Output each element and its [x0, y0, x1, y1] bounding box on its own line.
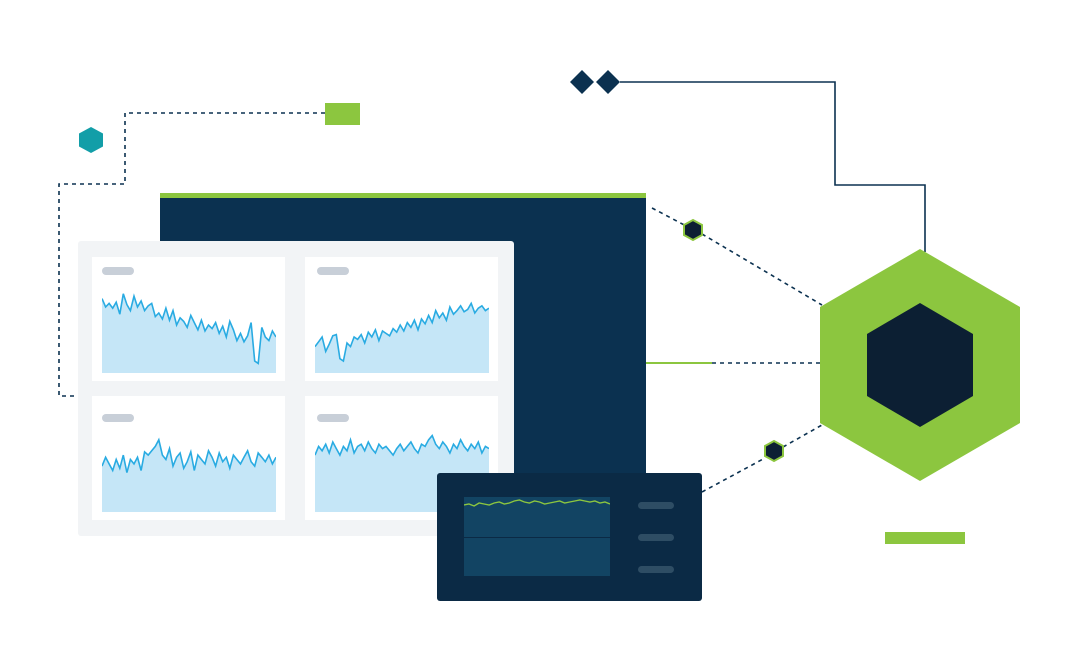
chart-area	[102, 439, 276, 512]
small-hexagon-icon-upper	[683, 218, 703, 242]
solid-connector-right	[620, 81, 926, 252]
card-title-placeholder	[102, 267, 134, 275]
chart-line	[315, 433, 489, 457]
chart-card-top-left	[92, 257, 285, 381]
chart-area	[315, 303, 489, 373]
navy-panel-accent	[160, 193, 646, 198]
monitor-panel	[437, 473, 702, 601]
dashed-connector-lower	[701, 424, 823, 493]
small-hexagon-icon-lower	[764, 439, 784, 463]
monitor-button-1[interactable]	[638, 502, 674, 509]
monitor-line-chart	[464, 499, 610, 507]
chart-line	[315, 301, 489, 363]
chart-card-bottom-left	[92, 396, 285, 520]
chart-bottom-left	[102, 437, 276, 512]
card-title-placeholder	[317, 267, 349, 275]
chart-line	[102, 293, 276, 365]
chart-top-left	[102, 293, 276, 373]
monitor-grid-line	[464, 537, 610, 538]
monitor-button-3[interactable]	[638, 566, 674, 573]
lime-bar-bottom	[885, 532, 965, 544]
chart-card-top-right	[305, 257, 498, 381]
chart-line	[102, 437, 276, 473]
chart-top-right	[315, 301, 489, 373]
card-title-placeholder	[102, 414, 134, 422]
diamond-icon	[570, 70, 620, 94]
chart-area	[102, 293, 276, 373]
monitor-button-2[interactable]	[638, 534, 674, 541]
card-title-placeholder	[317, 414, 349, 422]
monitor-line	[464, 499, 610, 507]
dashed-connector-upper	[651, 207, 823, 306]
hexagon-core-icon	[867, 303, 973, 427]
teal-hexagon-icon	[79, 127, 103, 153]
monitor-screen	[464, 497, 610, 576]
lime-block-top	[325, 103, 360, 125]
dashboard-panel	[78, 241, 514, 536]
dashed-connector-left	[58, 112, 325, 397]
